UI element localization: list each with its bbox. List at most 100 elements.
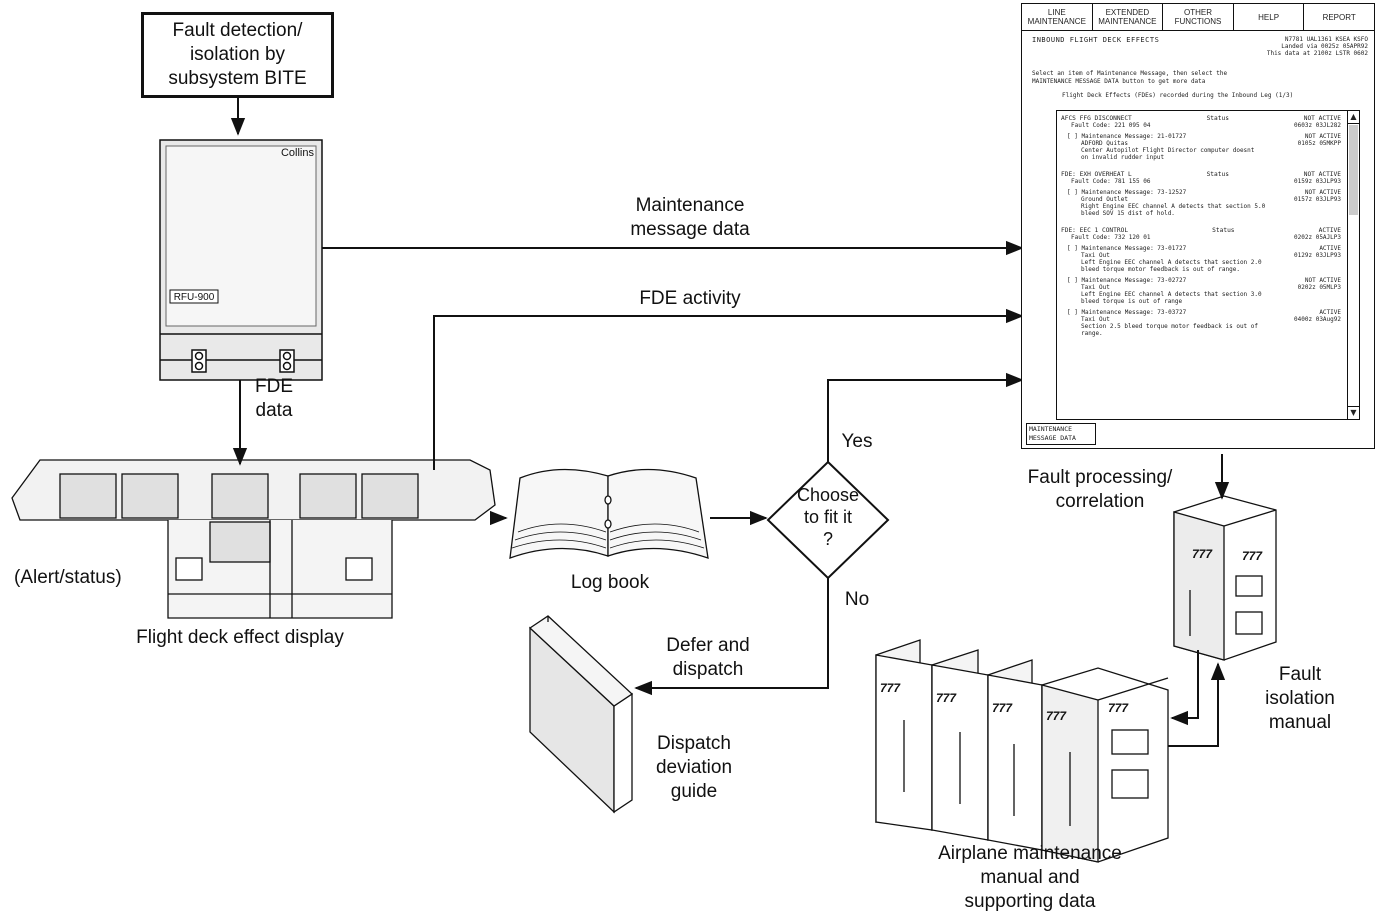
fault-isolation-manual-label: Fault isolation manual	[1265, 664, 1335, 733]
scroll-thumb[interactable]	[1349, 125, 1358, 215]
scroll-up-icon[interactable]: ▲	[1348, 111, 1359, 124]
fde-activity-label: FDE activity	[639, 288, 741, 309]
screen-instruction: Select an item of Maintenance Message, t…	[1032, 70, 1228, 85]
rfu-900-unit	[159, 139, 323, 381]
tab-line-maintenance[interactable]: LINE MAINTENANCE	[1022, 4, 1093, 30]
fde-entry-header: AFCS FFG DISCONNECT Status NOT ACTIVE	[1061, 115, 1341, 122]
dispatch-guide-book	[528, 615, 634, 814]
fde-status: NOT ACTIVE	[1303, 115, 1341, 122]
scroll-down-icon[interactable]: ▼	[1348, 406, 1359, 419]
alert-status-label: (Alert/status)	[14, 567, 122, 588]
fde-data-label: FDE data	[255, 376, 293, 421]
tab-extended-maintenance[interactable]: EXTENDED MAINTENANCE	[1093, 4, 1164, 30]
yes-label: Yes	[841, 431, 873, 452]
message-id: [ ] Maintenance Message: 73-12527	[1067, 189, 1187, 196]
message-id: [ ] Maintenance Message: 21-01727	[1067, 133, 1187, 140]
arrow-amm-to-fim	[1168, 662, 1226, 747]
arrow-no	[634, 578, 829, 696]
fde-title: FDE: EXH OVERHEAT L	[1061, 171, 1132, 178]
message-time: 0157z 03JLP93	[1294, 196, 1341, 203]
amm-logo-3: 777	[992, 701, 1013, 715]
amm-logo-1: 777	[880, 681, 901, 695]
message-status: ACTIVE	[1319, 245, 1341, 252]
message-id: [ ] Maintenance Message: 73-03727	[1067, 309, 1187, 316]
log-book-icon	[509, 468, 709, 559]
message-phase: Taxi Out	[1081, 252, 1110, 259]
fde-state-label: Status	[1206, 115, 1229, 122]
message-phase: Taxi Out	[1081, 316, 1110, 323]
dispatch-guide-label: Dispatch deviation guide	[655, 733, 733, 802]
maintenance-message-data-label: Maintenance message data	[630, 195, 750, 240]
fde-fault-code: Fault Code: 221 095 04	[1071, 122, 1151, 129]
arrow-fim-to-amm	[1170, 650, 1199, 726]
message-id: [ ] Maintenance Message: 73-01727	[1067, 245, 1187, 252]
message-id: [ ] Maintenance Message: 73-02727	[1067, 277, 1187, 284]
fde-state-label: Status	[1212, 227, 1235, 234]
tab-help[interactable]: HELP	[1234, 4, 1305, 30]
fde-entry-header: FDE: EXH OVERHEAT L Status NOT ACTIVE	[1061, 171, 1341, 178]
screen-title: INBOUND FLIGHT DECK EFFECTS	[1032, 36, 1160, 44]
fde-state-label: Status	[1206, 171, 1229, 178]
fde-time: 0603z 03JL282	[1294, 122, 1341, 129]
message-phase: Ground Outlet	[1081, 196, 1128, 203]
flight-deck-panel	[11, 459, 496, 619]
no-label: No	[844, 589, 870, 610]
message-header: [ ] Maintenance Message: 73-03727 ACTIVE	[1067, 309, 1341, 316]
message-header: [ ] Maintenance Message: 73-12527 NOT ACT…	[1067, 189, 1341, 196]
fde-fault-code: Fault Code: 732 120 01	[1071, 234, 1151, 241]
fde-status: NOT ACTIVE	[1303, 171, 1341, 178]
decision-label: Choose to fit it ?	[796, 485, 860, 549]
rfu-model: RFU-900	[174, 292, 215, 303]
tab-report[interactable]: REPORT	[1322, 12, 1356, 22]
connectors	[230, 98, 1230, 747]
message-status: NOT ACTIVE	[1304, 189, 1341, 196]
screen-tab-bar: LINE MAINTENANCE EXTENDED MAINTENANCE OT…	[1022, 4, 1374, 31]
airplane-maintenance-label: Airplane maintenance manual and supporti…	[938, 843, 1122, 912]
airplane-maintenance-manual-books	[875, 639, 1169, 863]
maintenance-message-data-button[interactable]: MAINTENANCE MESSAGE DATA	[1026, 423, 1096, 445]
flight-deck-display-label: Flight deck effect display	[136, 627, 344, 648]
message-sub-row: Ground Outlet 0157z 03JLP93	[1067, 196, 1341, 203]
fde-time: 0159z 03JLP93	[1294, 178, 1341, 185]
screen-header-info: N7781 UAL1361 KSEA KSFO Landed via 0025z…	[1266, 36, 1368, 57]
log-book-label: Log book	[570, 572, 650, 593]
fault-processing-label: Fault processing/ correlation	[1027, 467, 1173, 512]
fault-isolation-manual-book	[1173, 495, 1277, 661]
message-time: 0105z 05MKPP	[1297, 140, 1341, 147]
list-scrollbar[interactable]: ▲ ▼	[1347, 111, 1359, 419]
amm-logo-4: 777	[1046, 709, 1067, 723]
message-status: ACTIVE	[1319, 309, 1341, 316]
message-time: 0202z 05MLP3	[1297, 284, 1341, 291]
fim-logo-1: 777	[1192, 547, 1213, 561]
fde-title: FDE: EEC 1 CONTROL	[1061, 227, 1129, 234]
message-text: Right Engine EEC channel A detects that …	[1081, 203, 1266, 217]
amm-logo-5: 777	[1108, 701, 1129, 715]
screen-subheading: Flight Deck Effects (FDEs) recorded duri…	[1062, 92, 1294, 99]
maintenance-message-item[interactable]: [ ] Maintenance Message: 73-12527 NOT ACT…	[1061, 189, 1341, 217]
arrow-fde-activity	[433, 308, 1024, 470]
maintenance-screen: LINE MAINTENANCE EXTENDED MAINTENANCE OT…	[1021, 3, 1375, 449]
message-text: Left Engine EEC channel A detects that s…	[1081, 291, 1262, 305]
message-text: Left Engine EEC channel A detects that s…	[1081, 259, 1262, 273]
message-text: Section 2.5 bleed torque motor feedback …	[1081, 323, 1259, 337]
fde-entry[interactable]: AFCS FFG DISCONNECT Status NOT ACTIVE Fault…	[1061, 115, 1341, 161]
amm-logo-2: 777	[936, 691, 957, 705]
fde-title: AFCS FFG DISCONNECT	[1061, 115, 1132, 122]
tab-other-functions[interactable]: OTHER FUNCTIONS	[1163, 4, 1234, 30]
